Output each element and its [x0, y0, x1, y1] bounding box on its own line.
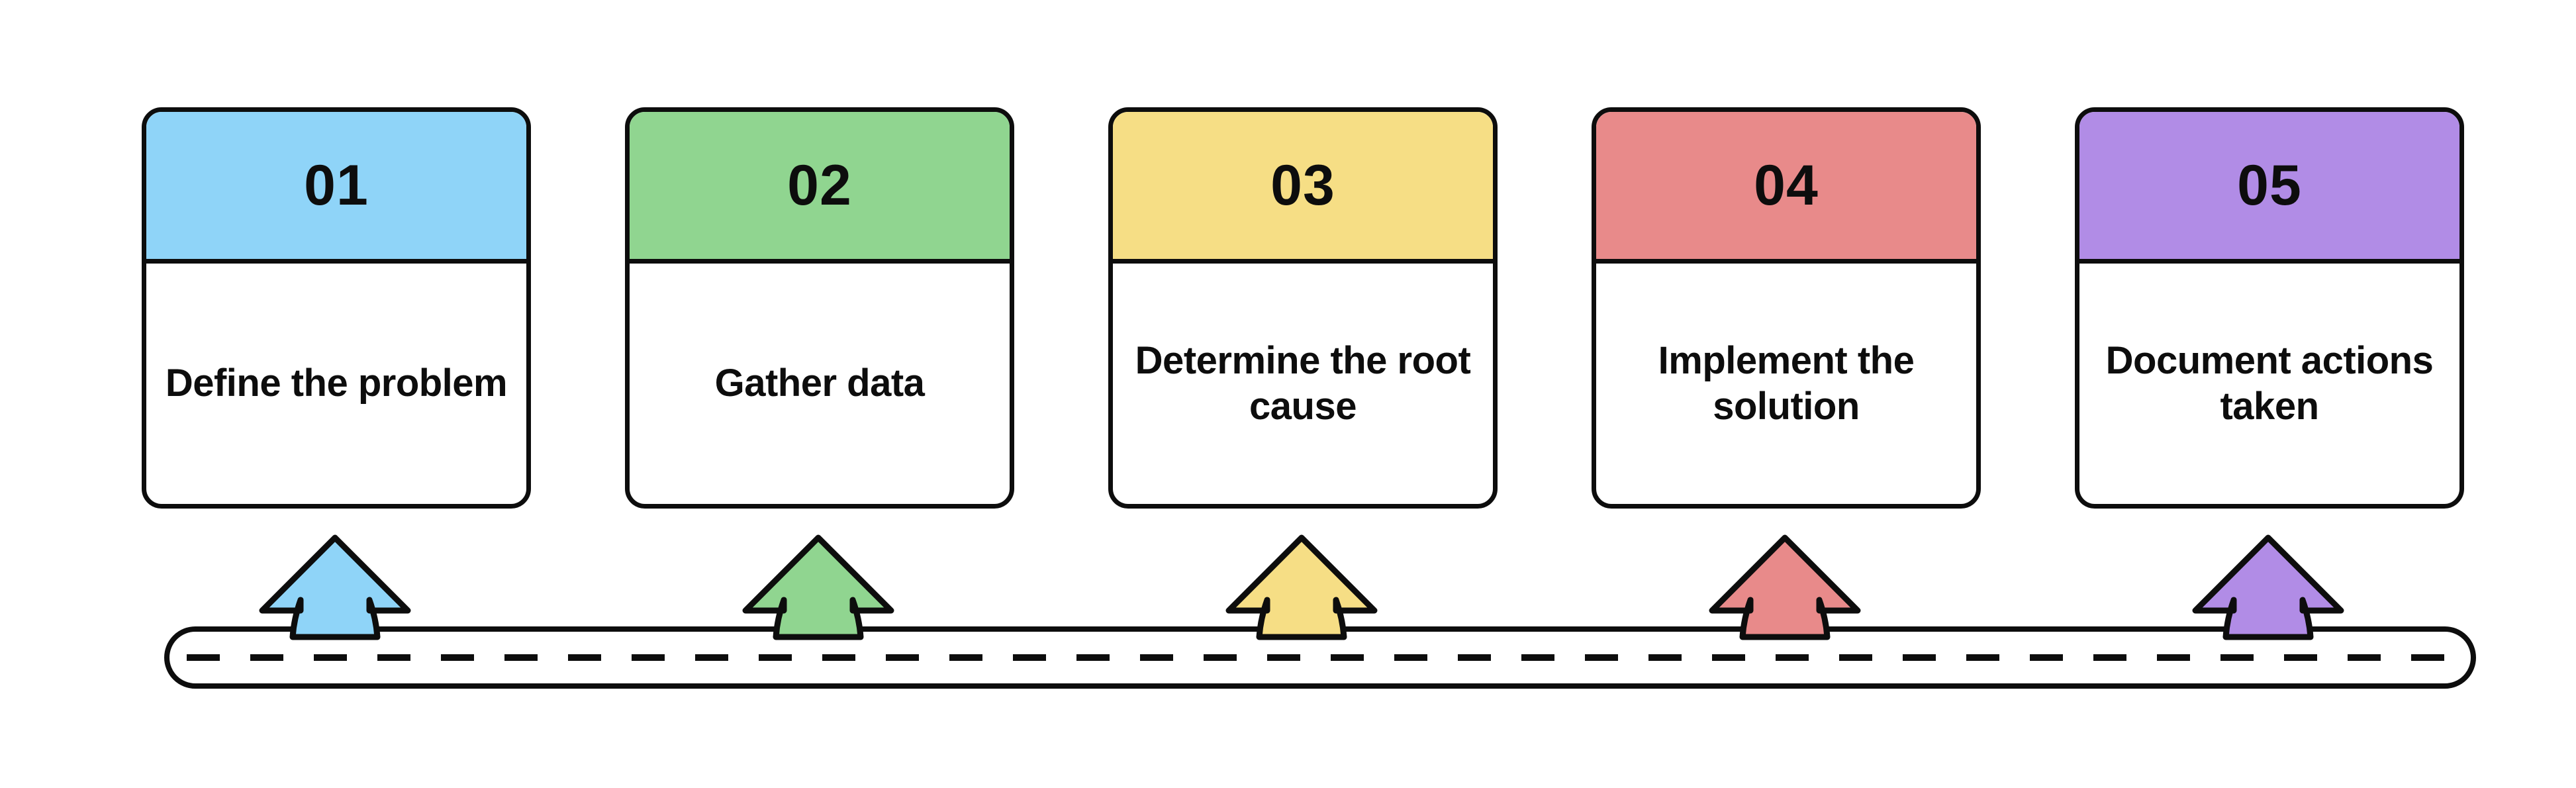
arrow-pin-icon-4 [1709, 534, 1861, 640]
step-number-2: 02 [787, 154, 852, 217]
road-marker-4[interactable] [1708, 534, 1862, 640]
road-marker-5[interactable] [2191, 534, 2345, 640]
step-card-body-1: Define the problem [146, 264, 526, 504]
step-label-5: Document actions taken [2105, 339, 2434, 428]
road-dashed-centerline [187, 654, 2454, 661]
step-label-4: Implement the solution [1658, 339, 1915, 428]
arrow-pin-icon-5 [2192, 534, 2344, 640]
step-card-header-3: 03 [1113, 112, 1493, 264]
step-label-2: Gather data [714, 362, 925, 405]
step-card-header-2: 02 [630, 112, 1010, 264]
step-number-4: 04 [1754, 154, 1819, 217]
arrow-pin-icon-3 [1225, 534, 1378, 640]
step-card-2[interactable]: 02 Gather data [625, 107, 1014, 509]
step-card-body-5: Document actions taken [2079, 264, 2459, 504]
step-number-1: 01 [304, 154, 369, 217]
step-card-header-4: 04 [1596, 112, 1976, 264]
arrow-pin-icon-1 [259, 534, 411, 640]
step-label-1: Define the problem [165, 362, 508, 405]
step-card-5[interactable]: 05 Document actions taken [2075, 107, 2464, 509]
road-marker-3[interactable] [1225, 534, 1378, 640]
step-number-5: 05 [2237, 154, 2302, 217]
road-marker-1[interactable] [258, 534, 412, 640]
step-card-body-2: Gather data [630, 264, 1010, 504]
road-marker-2[interactable] [741, 534, 895, 640]
step-card-1[interactable]: 01 Define the problem [142, 107, 531, 509]
step-card-header-5: 05 [2079, 112, 2459, 264]
step-card-body-3: Determine the root cause [1113, 264, 1493, 504]
step-label-3: Determine the root cause [1135, 339, 1471, 428]
step-card-4[interactable]: 04 Implement the solution [1592, 107, 1981, 509]
arrow-pin-icon-2 [742, 534, 894, 640]
step-card-header-1: 01 [146, 112, 526, 264]
step-card-body-4: Implement the solution [1596, 264, 1976, 504]
step-number-3: 03 [1270, 154, 1335, 217]
step-card-3[interactable]: 03 Determine the root cause [1108, 107, 1498, 509]
